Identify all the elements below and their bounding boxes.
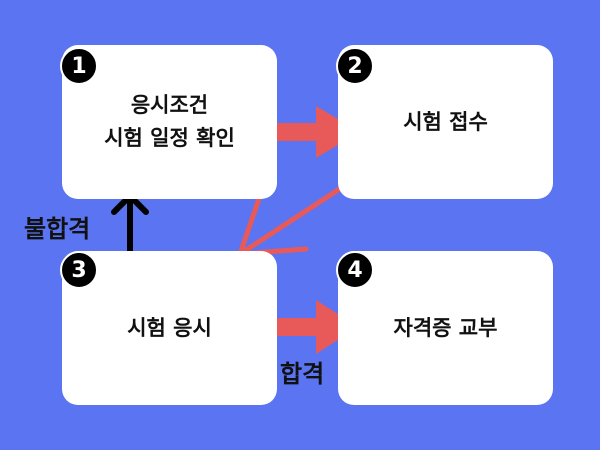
pass-label: 합격 [280, 360, 325, 388]
step-3-badge: 3 [60, 251, 98, 289]
step-1-line-1: 응시조건 [130, 93, 209, 118]
step-card-1: 응시조건 시험 일정 확인 [62, 45, 277, 199]
step-card-4: 자격증 교부 [338, 251, 553, 405]
step-1-label: 응시조건 시험 일정 확인 [104, 89, 235, 154]
step-3-label: 시험 응시 [127, 312, 212, 345]
fail-label: 불합격 [24, 215, 91, 243]
step-2-label: 시험 접수 [403, 106, 488, 139]
step-card-2: 시험 접수 [338, 45, 553, 199]
step-4-badge: 4 [336, 251, 374, 289]
arrow-step3-to-step1 [111, 193, 149, 261]
step-1-badge: 1 [60, 47, 98, 85]
step-4-line-1: 자격증 교부 [393, 315, 498, 340]
step-2-line-1: 시험 접수 [403, 109, 488, 134]
step-2-badge: 2 [336, 47, 374, 85]
step-3-line-1: 시험 응시 [127, 315, 212, 340]
arrow-step3-to-step4 [265, 300, 358, 354]
step-1-line-2: 시험 일정 확인 [104, 126, 235, 150]
step-4-label: 자격증 교부 [394, 312, 498, 345]
step-card-3: 시험 응시 [62, 251, 277, 405]
